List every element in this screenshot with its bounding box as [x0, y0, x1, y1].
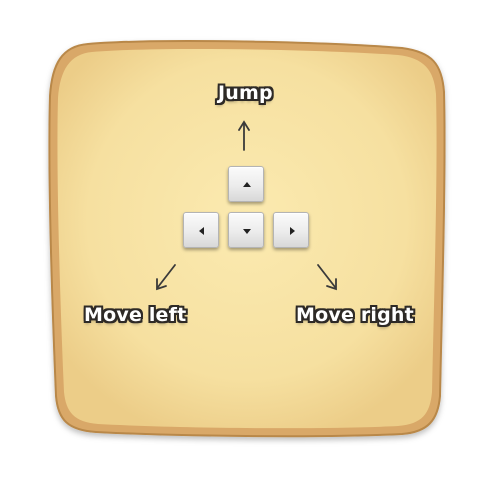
caret-right-icon — [290, 227, 295, 235]
down-arrow-key — [228, 212, 264, 248]
up-arrow-key — [228, 166, 264, 202]
jump-label: Jump — [218, 82, 273, 104]
move-left-label: Move left — [84, 304, 187, 326]
left-arrow-key — [183, 212, 219, 248]
caret-up-icon — [243, 182, 251, 187]
caret-down-icon — [243, 229, 251, 234]
caret-left-icon — [199, 227, 204, 235]
right-arrow-key — [273, 212, 309, 248]
move-right-label: Move right — [296, 304, 414, 326]
